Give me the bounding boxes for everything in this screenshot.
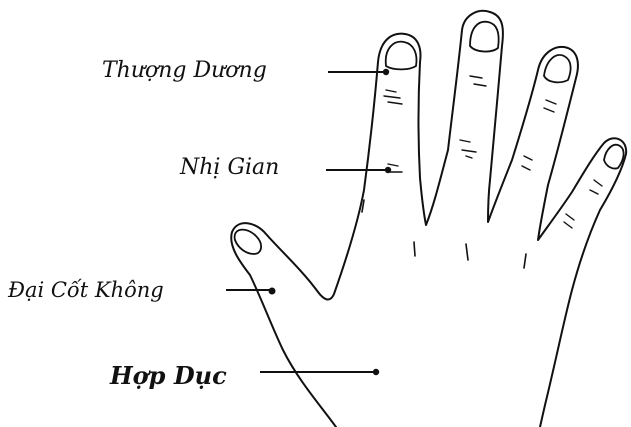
point-thuong-duong xyxy=(383,69,389,75)
label-nhi-gian: Nhị Gian xyxy=(180,157,279,179)
label-hop-duc: Hợp Dục xyxy=(110,364,227,388)
little-nail xyxy=(604,145,624,169)
hand-outline xyxy=(231,11,626,427)
label-thuong-duong: Thượng Dương xyxy=(102,60,267,82)
index-nail xyxy=(386,42,417,70)
point-nhi-gian xyxy=(385,167,391,173)
ring-nail xyxy=(544,55,571,82)
thumb-nail xyxy=(235,230,262,254)
point-dai-cot-khong xyxy=(269,288,276,295)
point-hop-duc xyxy=(373,369,379,375)
middle-nail xyxy=(470,22,499,52)
label-dai-cot-khong: Đại Cốt Không xyxy=(8,280,164,301)
